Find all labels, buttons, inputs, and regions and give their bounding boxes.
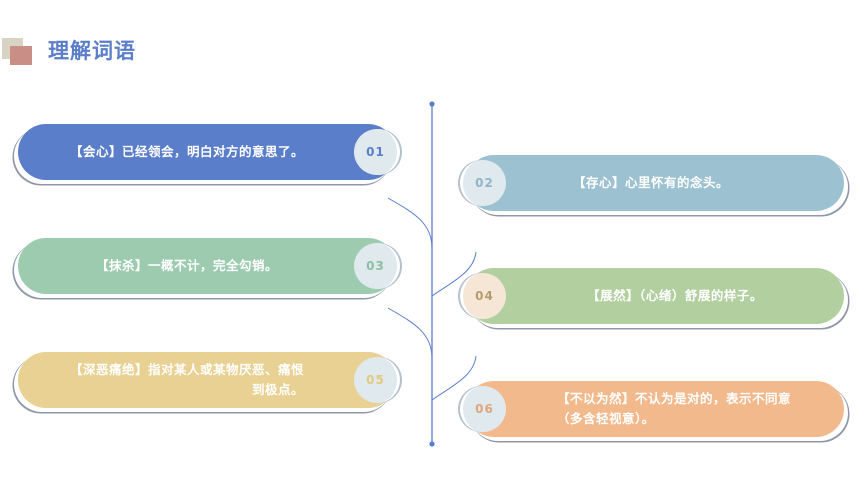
- number-label: 06: [475, 402, 494, 416]
- definition-text-line-2: （多含轻视意）。: [556, 411, 655, 426]
- number-label: 01: [366, 145, 385, 159]
- number-label: 02: [475, 176, 494, 190]
- connector-curve-left-2: [387, 307, 433, 359]
- definition-text: 【会心】已经领会，明白对方的意思了。: [69, 144, 304, 159]
- definition-card-05: 【深恶痛绝】指对某人或某物厌恶、痛恨 到极点。: [18, 352, 396, 408]
- definition-card-03: 【抹杀】一概不计，完全勾销。: [18, 238, 396, 294]
- definition-card-04: 【展然】（心绪）舒展的样子。: [466, 268, 844, 324]
- title-decoration-square-accent: [10, 46, 32, 65]
- number-badge-03: 03: [354, 243, 400, 289]
- definition-text: 【不以为然】不认为是对的，表示不同意 （多含轻视意）。: [495, 389, 815, 429]
- definition-text: 【存心】心里怀有的念头。: [572, 175, 729, 190]
- definition-text: 【展然】（心绪）舒展的样子。: [587, 288, 763, 303]
- page-title: 理解词语: [48, 39, 136, 63]
- number-badge-01: 01: [354, 129, 400, 175]
- timeline-top-dot: [429, 101, 435, 107]
- number-badge-04: 04: [460, 273, 506, 319]
- definition-text: 【深恶痛绝】指对某人或某物厌恶、痛恨 到极点。: [54, 360, 360, 400]
- connector-curve-left-1: [387, 197, 433, 249]
- number-badge-02: 02: [460, 160, 506, 206]
- number-label: 04: [475, 289, 494, 303]
- timeline-bottom-dot: [429, 441, 435, 447]
- definition-text-line-1: 【不以为然】不认为是对的，表示不同意: [556, 391, 791, 406]
- definition-text-line-1: 【深恶痛绝】指对某人或某物厌恶、痛恨: [69, 362, 304, 377]
- definition-card-02: 【存心】心里怀有的念头。: [466, 155, 844, 211]
- definition-card-01: 【会心】已经领会，明白对方的意思了。: [18, 124, 396, 180]
- number-badge-06: 06: [460, 386, 506, 432]
- definition-text: 【抹杀】一概不计，完全勾销。: [95, 258, 278, 273]
- number-label: 03: [366, 259, 385, 273]
- number-label: 05: [366, 373, 385, 387]
- definition-card-06: 【不以为然】不认为是对的，表示不同意 （多含轻视意）。: [466, 381, 844, 437]
- definition-text-line-2: 到极点。: [251, 382, 304, 397]
- number-badge-05: 05: [354, 357, 400, 403]
